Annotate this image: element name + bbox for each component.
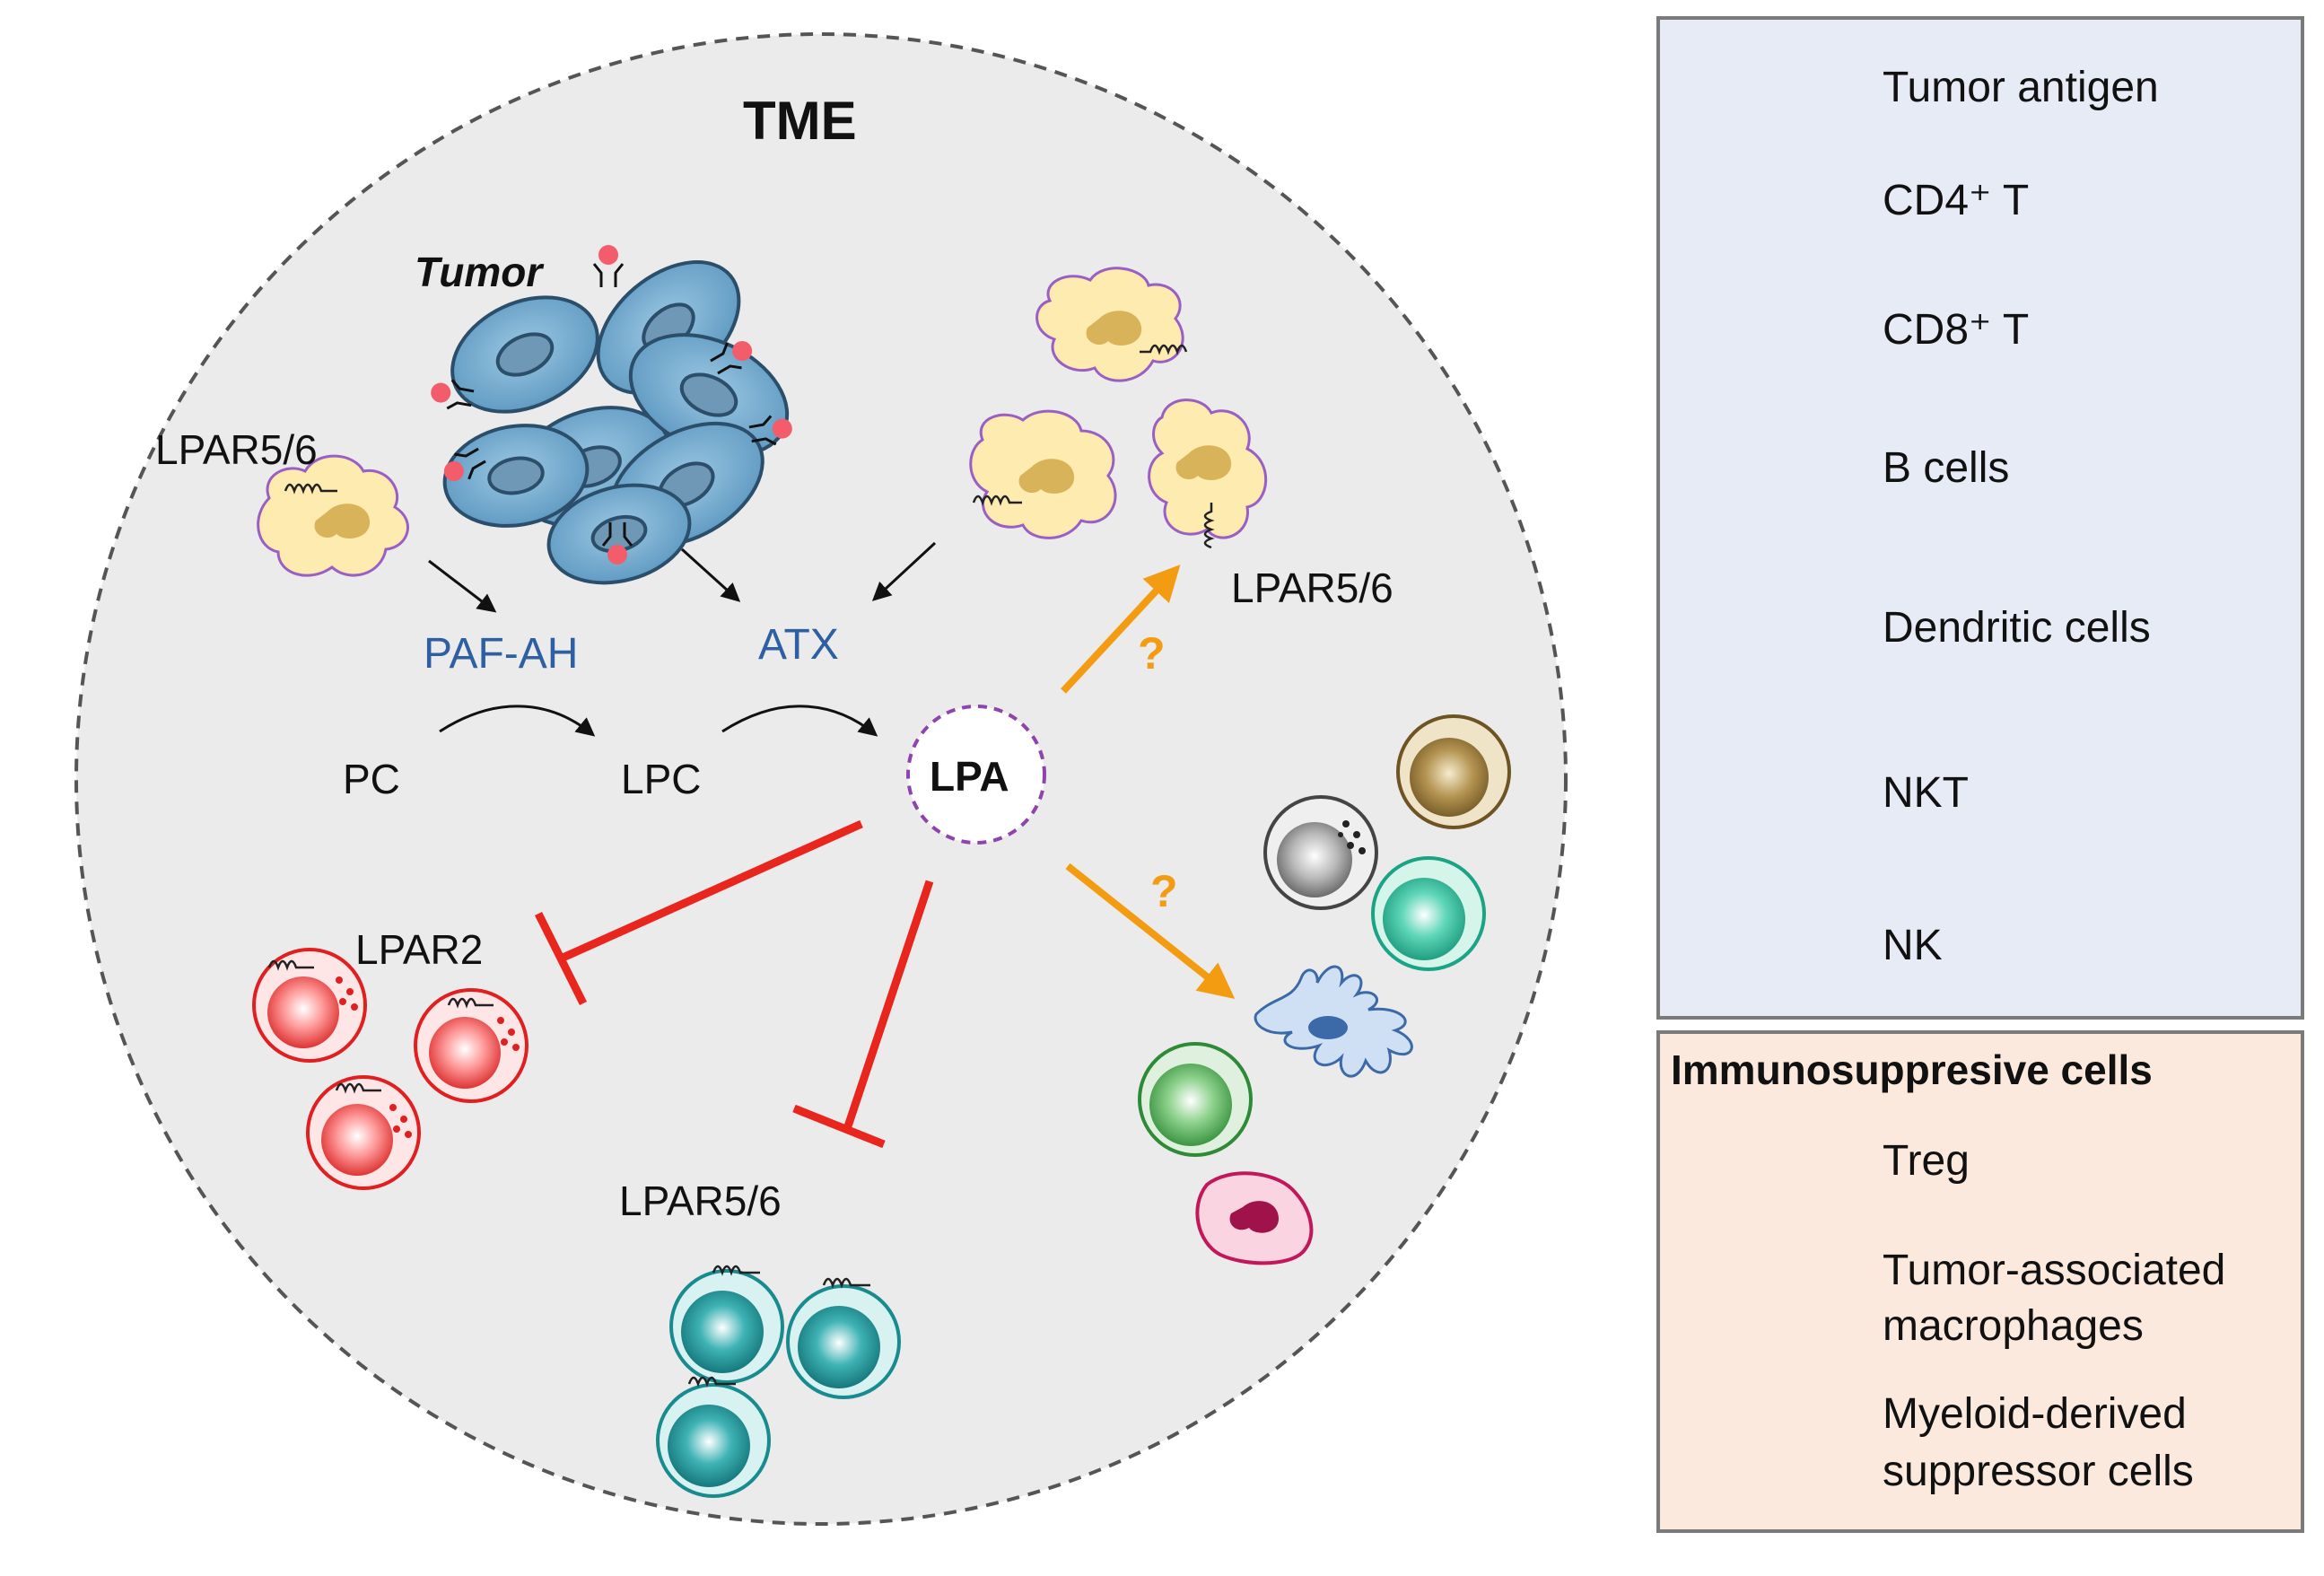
lpc-label: LPC: [621, 756, 702, 802]
b-cell: [1396, 714, 1511, 829]
nk-cluster: [252, 948, 529, 1190]
cd8-cluster: [656, 1265, 901, 1498]
immune-cell-group: [1138, 714, 1511, 1265]
question-mark-lower: ?: [1150, 866, 1178, 916]
macrophage-left: [257, 454, 409, 577]
tumor-label: Tumor: [415, 249, 543, 295]
lpa-label: LPA: [930, 753, 1009, 800]
tumor-antigens: [431, 245, 792, 565]
uncertain-arrows: [1061, 565, 1236, 999]
tme-title: TME: [743, 91, 857, 151]
legend-label-tam-line1: Tumor-associated: [1883, 1247, 2226, 1294]
legend-label-mdsc-line1: Myeloid-derived: [1883, 1390, 2187, 1438]
atx-label: ATX: [758, 621, 839, 669]
cd4-t-cell: [1371, 856, 1486, 971]
legend-suppressive-title: Immunosuppresive cells: [1671, 1046, 2153, 1093]
mdsc-cell: [1195, 1171, 1314, 1265]
inhibition-lines: [534, 819, 934, 1149]
lpa-node: [906, 705, 1046, 845]
macrophage-cluster: [969, 267, 1268, 549]
paf-ah-label: PAF-AH: [424, 630, 579, 678]
legend-label-nk: NK: [1883, 922, 1943, 969]
question-mark-upper: ?: [1138, 628, 1166, 679]
lpar56-macrophage-left-label: LPAR5/6: [155, 426, 318, 473]
pathway-arrows: [428, 541, 937, 737]
dendritic-cell: [1254, 965, 1413, 1078]
lpar56-macrophage-cluster-label: LPAR5/6: [1231, 565, 1394, 611]
legend-label-mdsc-line2: suppressor cells: [1883, 1448, 2194, 1495]
legend-label-nkt: NKT: [1883, 769, 1969, 817]
nkt-cell: [1263, 795, 1378, 910]
legend-label-tumor-antigen: Tumor antigen: [1883, 64, 2159, 111]
legend-label-treg: Treg: [1883, 1137, 1970, 1185]
legend-label-cd4-t: CD4⁺ T: [1883, 177, 2030, 224]
legend-label-dendritic-cells: Dendritic cells: [1883, 604, 2151, 652]
legend-immune-box: [1656, 16, 2304, 1020]
treg-cell: [1138, 1042, 1253, 1157]
legend-label-cd8-t: CD8⁺ T: [1883, 306, 2030, 354]
pc-label: PC: [343, 756, 400, 802]
lpar56-cd8-label: LPAR5/6: [619, 1178, 782, 1224]
legend-label-b-cells: B cells: [1883, 444, 2010, 492]
lpar2-label: LPAR2: [355, 926, 484, 973]
legend-label-tam-line2: macrophages: [1883, 1302, 2144, 1350]
tumor-cluster: [442, 260, 790, 585]
legend-suppressive-box: [1656, 1030, 2304, 1533]
